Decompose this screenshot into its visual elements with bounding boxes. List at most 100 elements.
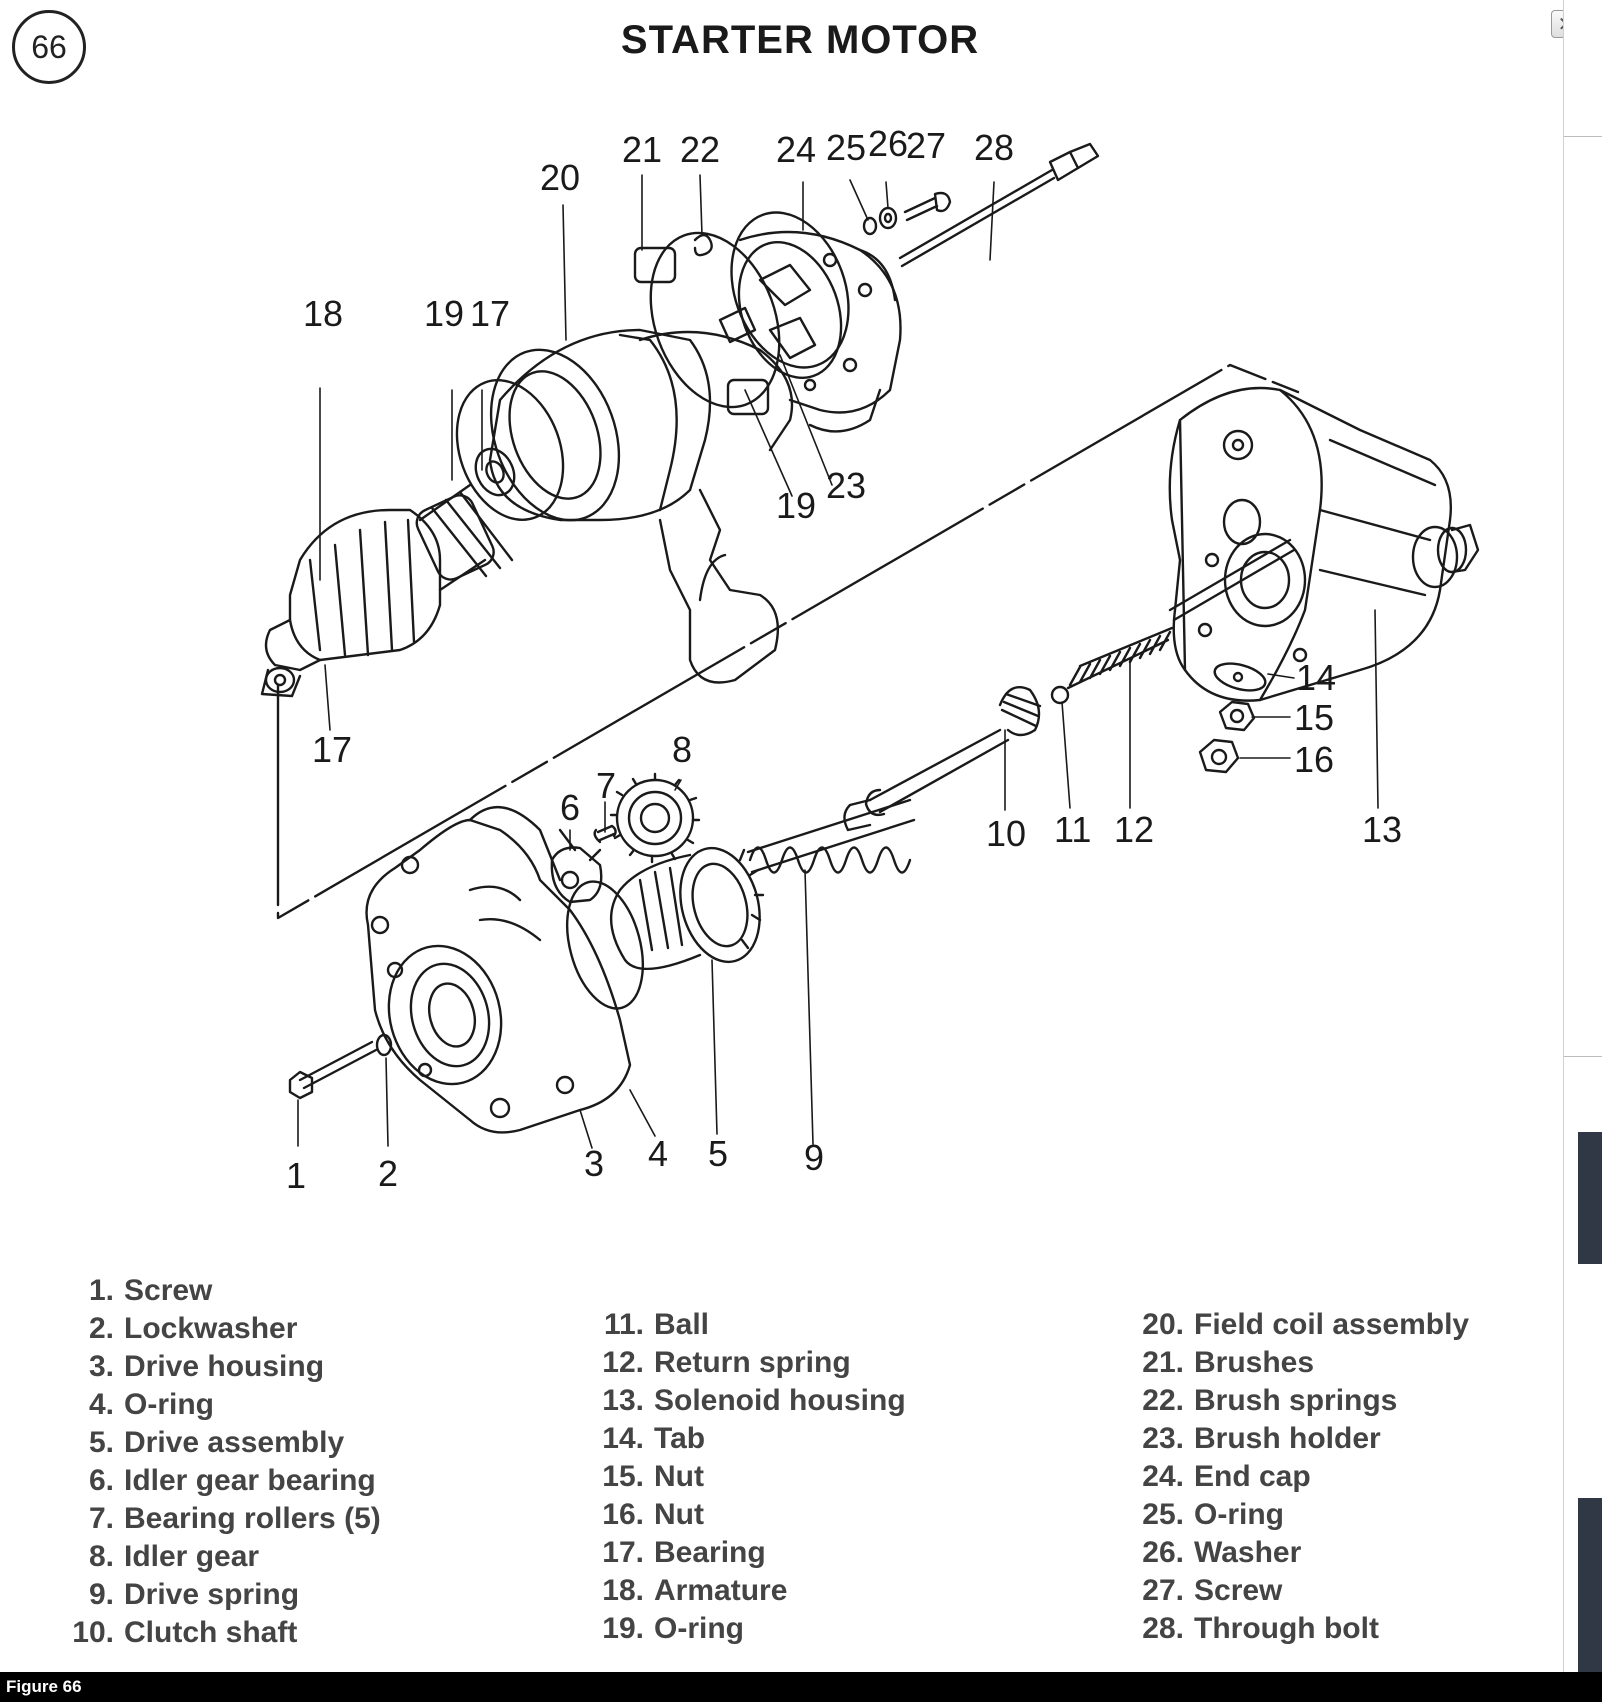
legend-item: 25. O-ring <box>1126 1496 1469 1534</box>
callout-number: 25 <box>826 127 866 168</box>
legend-label: Armature <box>654 1574 788 1607</box>
drive-housing-part <box>365 806 632 1134</box>
callout-number: 9 <box>804 1137 824 1178</box>
return-spring-part <box>1066 626 1174 690</box>
legend-item: 21.Brushes <box>1126 1344 1469 1382</box>
legend-label: Drive housing <box>124 1350 325 1383</box>
legend-item: 19.O-ring <box>596 1610 906 1648</box>
legend-label: O-ring <box>124 1388 214 1421</box>
callout-number: 5 <box>708 1133 728 1174</box>
legend-label: Drive spring <box>124 1578 300 1611</box>
legend-label: Screw <box>124 1274 213 1307</box>
next-page-edge <box>1563 0 1602 1672</box>
legend-item: 24.End cap <box>1126 1458 1469 1496</box>
drive-assembly-part <box>609 846 765 970</box>
legend-label: Return spring <box>654 1346 851 1379</box>
figure-number: 66 <box>31 28 67 65</box>
callout-number: 19 <box>424 293 464 334</box>
drive-spring-part <box>748 846 912 874</box>
legend-label: Idler gear bearing <box>124 1464 376 1497</box>
legend-number: 2. <box>88 1312 114 1345</box>
legend-number: 26. <box>1142 1536 1184 1569</box>
legend-number: 12. <box>602 1346 644 1379</box>
nut-part <box>1198 738 1240 774</box>
legend-number: 24. <box>1142 1460 1184 1493</box>
legend-item: 18. Armature <box>596 1572 906 1610</box>
figure-number-badge: 66 <box>12 10 86 84</box>
callout-number: 8 <box>672 729 692 770</box>
legend-label: Brush springs <box>1194 1384 1398 1417</box>
legend-number: 3. <box>88 1350 114 1383</box>
assembly-outline <box>276 363 1300 920</box>
callout-number: 20 <box>540 157 580 198</box>
legend-label: Ball <box>654 1308 710 1341</box>
legend-number: 25. <box>1142 1498 1184 1531</box>
legend-item: 1. Screw <box>66 1272 381 1310</box>
screw-part <box>903 191 952 222</box>
washer-part <box>878 206 898 230</box>
end-cap-part <box>730 211 902 433</box>
legend-item: 15. Nut <box>596 1458 906 1496</box>
legend-item: 12. Return spring <box>596 1344 906 1382</box>
callout-number: 15 <box>1294 697 1334 738</box>
brush-holder-part <box>718 241 843 379</box>
legend-number: 13. <box>602 1384 644 1417</box>
legend-label: Idler gear <box>124 1540 260 1573</box>
callout-number: 18 <box>303 293 343 334</box>
callout-number: 23 <box>826 465 866 506</box>
callout-number: 7 <box>596 765 616 806</box>
legend-item: 27.Screw <box>1126 1572 1469 1610</box>
legend-item: 11.Ball <box>596 1306 906 1344</box>
legend-label: Bearing <box>654 1536 766 1569</box>
legend-number: 4. <box>88 1388 114 1421</box>
legend-label: Tab <box>654 1422 706 1455</box>
callout-number: 21 <box>622 129 662 170</box>
legend-label: Field coil assembly <box>1194 1308 1470 1341</box>
callout-number: 27 <box>906 125 946 166</box>
o-ring-part <box>566 880 644 1010</box>
legend-item: 10.Clutch shaft <box>66 1614 381 1652</box>
legend-label: Through bolt <box>1194 1612 1379 1645</box>
idler-gear-bearing-part <box>550 828 603 904</box>
legend-label: Nut <box>654 1460 704 1493</box>
legend-number: 15. <box>602 1460 644 1493</box>
legend-item: 13.Solenoid housing <box>596 1382 905 1420</box>
brush-part <box>726 378 770 416</box>
legend-number: 5. <box>88 1426 114 1459</box>
callout-number: 16 <box>1294 739 1334 780</box>
legend-item: 7. Bearing rollers (5) <box>66 1500 381 1538</box>
o-ring-part <box>862 216 878 236</box>
page-title: STARTER MOTOR <box>620 18 980 62</box>
clutch-shaft-part <box>843 685 1042 832</box>
callout-number: 4 <box>648 1133 668 1174</box>
legend-number: 1. <box>88 1274 114 1307</box>
legend-number: 19. <box>602 1612 644 1645</box>
tab-part <box>1213 662 1267 692</box>
callout-number: 28 <box>974 127 1014 168</box>
legend-number: 18. <box>602 1574 644 1607</box>
page-edge-rule <box>1564 136 1602 137</box>
legend-number: 7. <box>88 1502 114 1535</box>
legend-number: 14. <box>602 1422 644 1455</box>
legend-number: 22. <box>1142 1384 1184 1417</box>
legend-number: 21. <box>1142 1346 1184 1379</box>
callout-number: 17 <box>470 293 510 334</box>
callout-number: 1 <box>286 1155 306 1196</box>
figure-caption: Figure 66 <box>0 1672 1602 1702</box>
callout-number: 22 <box>680 129 720 170</box>
legend-label: Bearing rollers (5) <box>124 1502 381 1535</box>
parts-legend-column-1: 1. Screw 2.Lockwasher 3. Drive housing 4. O… <box>66 1272 381 1652</box>
legend-item: 14. Tab <box>596 1420 906 1458</box>
callout-number: 3 <box>584 1143 604 1184</box>
legend-number: 20. <box>1142 1308 1184 1341</box>
lockwasher-part <box>375 1033 393 1057</box>
legend-label: O-ring <box>1194 1498 1284 1531</box>
legend-item: 16.Nut <box>596 1496 906 1534</box>
page-edge-shade <box>1578 1498 1602 1672</box>
legend-number: 8. <box>88 1540 114 1573</box>
legend-item: 2.Lockwasher <box>66 1310 381 1348</box>
legend-item: 23.Brush holder <box>1126 1420 1469 1458</box>
idler-gear-part <box>609 772 701 864</box>
legend-item: 26.Washer <box>1126 1534 1469 1572</box>
